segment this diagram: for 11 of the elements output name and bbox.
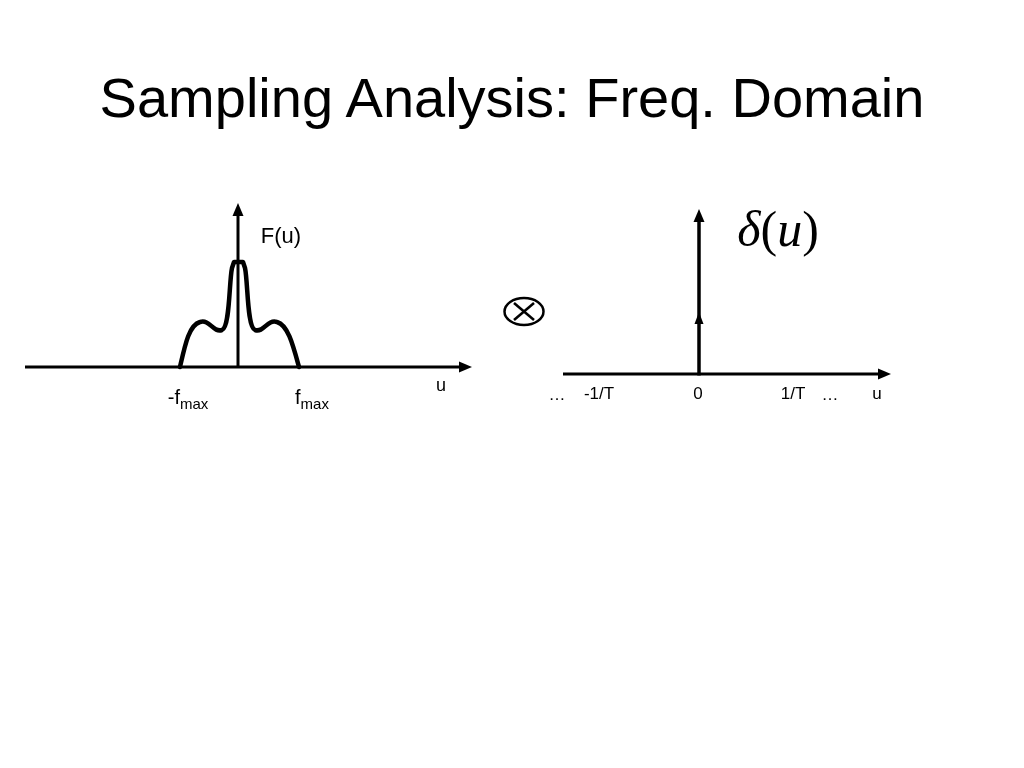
ellipsis-text: …	[548, 385, 566, 405]
tick-label: -f$_{max}$	[167, 386, 209, 408]
tick-label: f$_{max}$	[295, 386, 329, 408]
axis-label: F(u)	[260, 223, 302, 249]
tick-label: -1/T	[583, 384, 615, 404]
axis-label: u	[872, 384, 882, 404]
tick-label: 0	[693, 384, 703, 404]
ellipsis-text: …	[821, 385, 839, 405]
slide-title: Sampling Analysis: Freq. Domain	[99, 67, 925, 129]
axis-label: u	[436, 376, 446, 396]
tick-label: 1/T	[780, 384, 806, 404]
